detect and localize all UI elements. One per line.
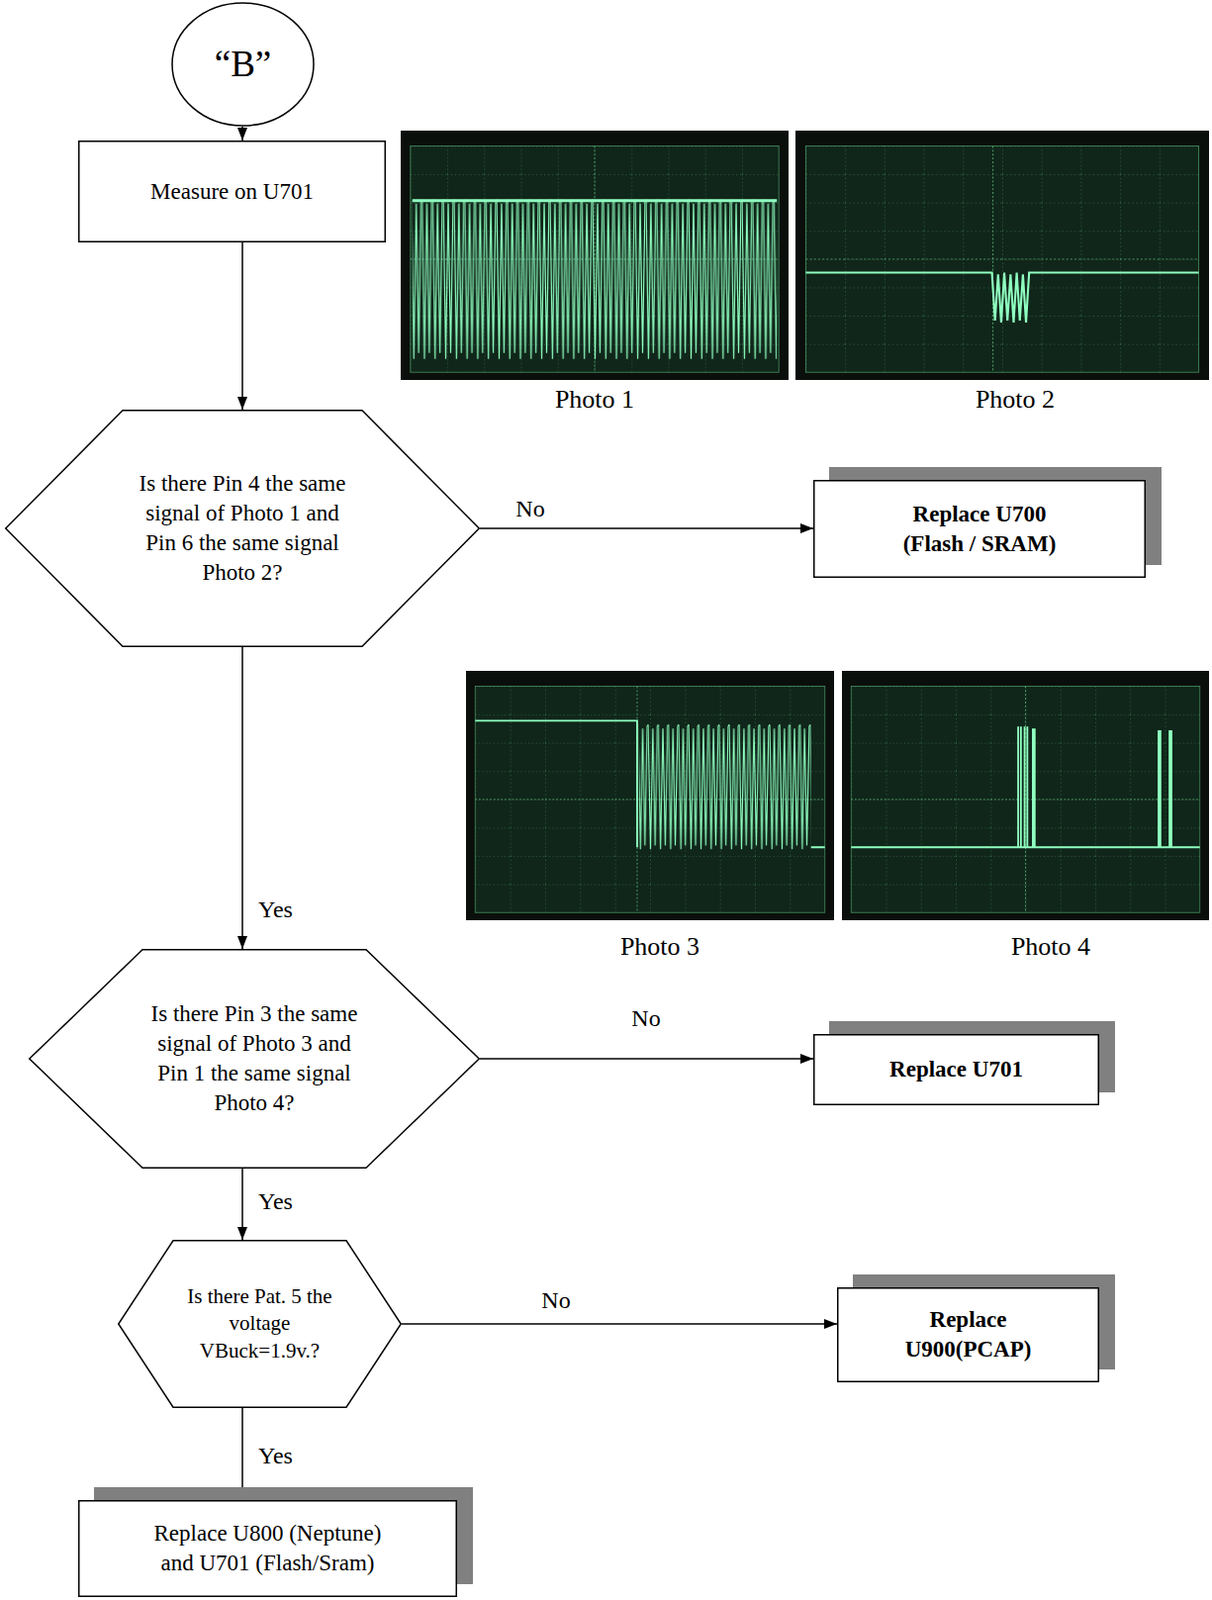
- box-border: [79, 141, 386, 243]
- action-box: Replace U900(PCAP): [837, 1287, 1100, 1383]
- scope-grid: [474, 686, 825, 914]
- flow-arrow: [401, 1322, 838, 1325]
- scope-frame: [466, 670, 835, 921]
- branch-label: Yes: [256, 1187, 295, 1216]
- branch-label: No: [513, 494, 547, 524]
- node-label: Is there Pin 3 the same signal of Photo …: [143, 999, 367, 1119]
- node-text: “B”: [214, 40, 273, 89]
- flow-arrow: [241, 1168, 244, 1240]
- decision-hexagon: Is there Pat. 5 the voltage VBuck=1.9v.?: [117, 1239, 402, 1408]
- scope-screen: [410, 146, 779, 373]
- action-box: Replace U700 (Flash / SRAM): [813, 479, 1146, 578]
- scope-grid: [850, 686, 1200, 914]
- node-label: Is there Pat. 5 the voltage VBuck=1.9v.?: [173, 1283, 347, 1365]
- node-text: Measure on U701: [150, 177, 314, 207]
- node-label: Replace U900(PCAP): [894, 1305, 1043, 1365]
- photo-caption: Photo 3: [618, 931, 702, 962]
- box-border: [838, 1288, 1100, 1383]
- hexagon-border: [118, 1240, 402, 1408]
- scope-screen: [805, 146, 1199, 373]
- decision-hexagon: Is there Pin 4 the same signal of Photo …: [4, 409, 480, 648]
- node-text: Replace U701: [889, 1054, 1024, 1085]
- node-text: Replace U900(PCAP): [894, 1305, 1043, 1365]
- node-outline: [813, 479, 1146, 578]
- node-text: Is there Pin 4 the same signal of Photo …: [131, 468, 355, 588]
- scope-screen: [850, 686, 1200, 914]
- oscilloscope-photo: [795, 130, 1210, 380]
- box-border: [814, 480, 1146, 578]
- signal-trace: [850, 726, 1200, 847]
- scope-grid: [410, 146, 779, 373]
- action-box: Replace U701: [813, 1033, 1100, 1106]
- node-outline: [837, 1287, 1100, 1383]
- photo-caption: Photo 4: [1009, 931, 1093, 962]
- branch-label: Yes: [256, 1441, 295, 1471]
- scope-axis: [474, 686, 825, 914]
- node-text: Is there Pin 3 the same signal of Photo …: [143, 999, 367, 1119]
- start-connector: “B”: [171, 1, 315, 127]
- flow-arrow: [241, 647, 244, 949]
- scope-axis: [805, 146, 1199, 373]
- scope-frame: [400, 130, 789, 380]
- scope-screen: [474, 686, 825, 914]
- branch-label: No: [539, 1286, 572, 1315]
- box-border: [814, 1034, 1100, 1106]
- oscilloscope-photo: [841, 670, 1210, 921]
- oscilloscope-photo: [466, 670, 835, 921]
- node-label: “B”: [214, 40, 273, 89]
- box-border: [79, 1500, 458, 1597]
- node-label: Is there Pin 4 the same signal of Photo …: [131, 468, 355, 588]
- node-outline: [28, 948, 480, 1169]
- hexagon-border: [29, 949, 480, 1169]
- oscilloscope-photo: [400, 130, 789, 380]
- node-label: Measure on U701: [150, 177, 314, 207]
- signal-trace: [412, 198, 777, 202]
- branch-label: Yes: [256, 895, 295, 925]
- photo-caption: Photo 2: [973, 383, 1057, 415]
- connector-circle: [172, 2, 314, 126]
- hexagon-border: [5, 410, 480, 648]
- node-text: Replace U800 (Neptune) and U701 (Flash/S…: [141, 1518, 394, 1579]
- node-label: Replace U700 (Flash / SRAM): [880, 499, 1079, 560]
- decision-hexagon: Is there Pin 3 the same signal of Photo …: [28, 948, 480, 1169]
- flow-arrow: [479, 527, 814, 530]
- flow-arrow: [479, 1057, 814, 1060]
- signal-trace: [412, 189, 777, 369]
- node-label: Replace U701: [889, 1054, 1024, 1085]
- flow-arrow: [241, 126, 244, 141]
- process-box: Measure on U701: [78, 140, 386, 243]
- scope-frame: [795, 130, 1210, 380]
- signal-trace: [805, 272, 1199, 322]
- node-outline: [4, 409, 480, 648]
- node-label: Replace U800 (Neptune) and U701 (Flash/S…: [141, 1518, 394, 1579]
- scope-grid: [805, 146, 1199, 373]
- scope-axis: [850, 686, 1200, 914]
- action-box: Replace U800 (Neptune) and U701 (Flash/S…: [78, 1499, 458, 1597]
- scope-frame: [841, 670, 1210, 921]
- photo-caption: Photo 1: [553, 383, 637, 415]
- node-text: Is there Pat. 5 the voltage VBuck=1.9v.?: [173, 1283, 347, 1365]
- branch-label: No: [629, 1004, 662, 1033]
- scope-axis: [410, 146, 779, 373]
- signal-trace: [639, 718, 812, 853]
- node-text: Replace U700 (Flash / SRAM): [880, 499, 1079, 560]
- flow-arrow: [241, 242, 244, 410]
- node-outline: [78, 1499, 458, 1597]
- flow-arrow: [241, 1407, 244, 1500]
